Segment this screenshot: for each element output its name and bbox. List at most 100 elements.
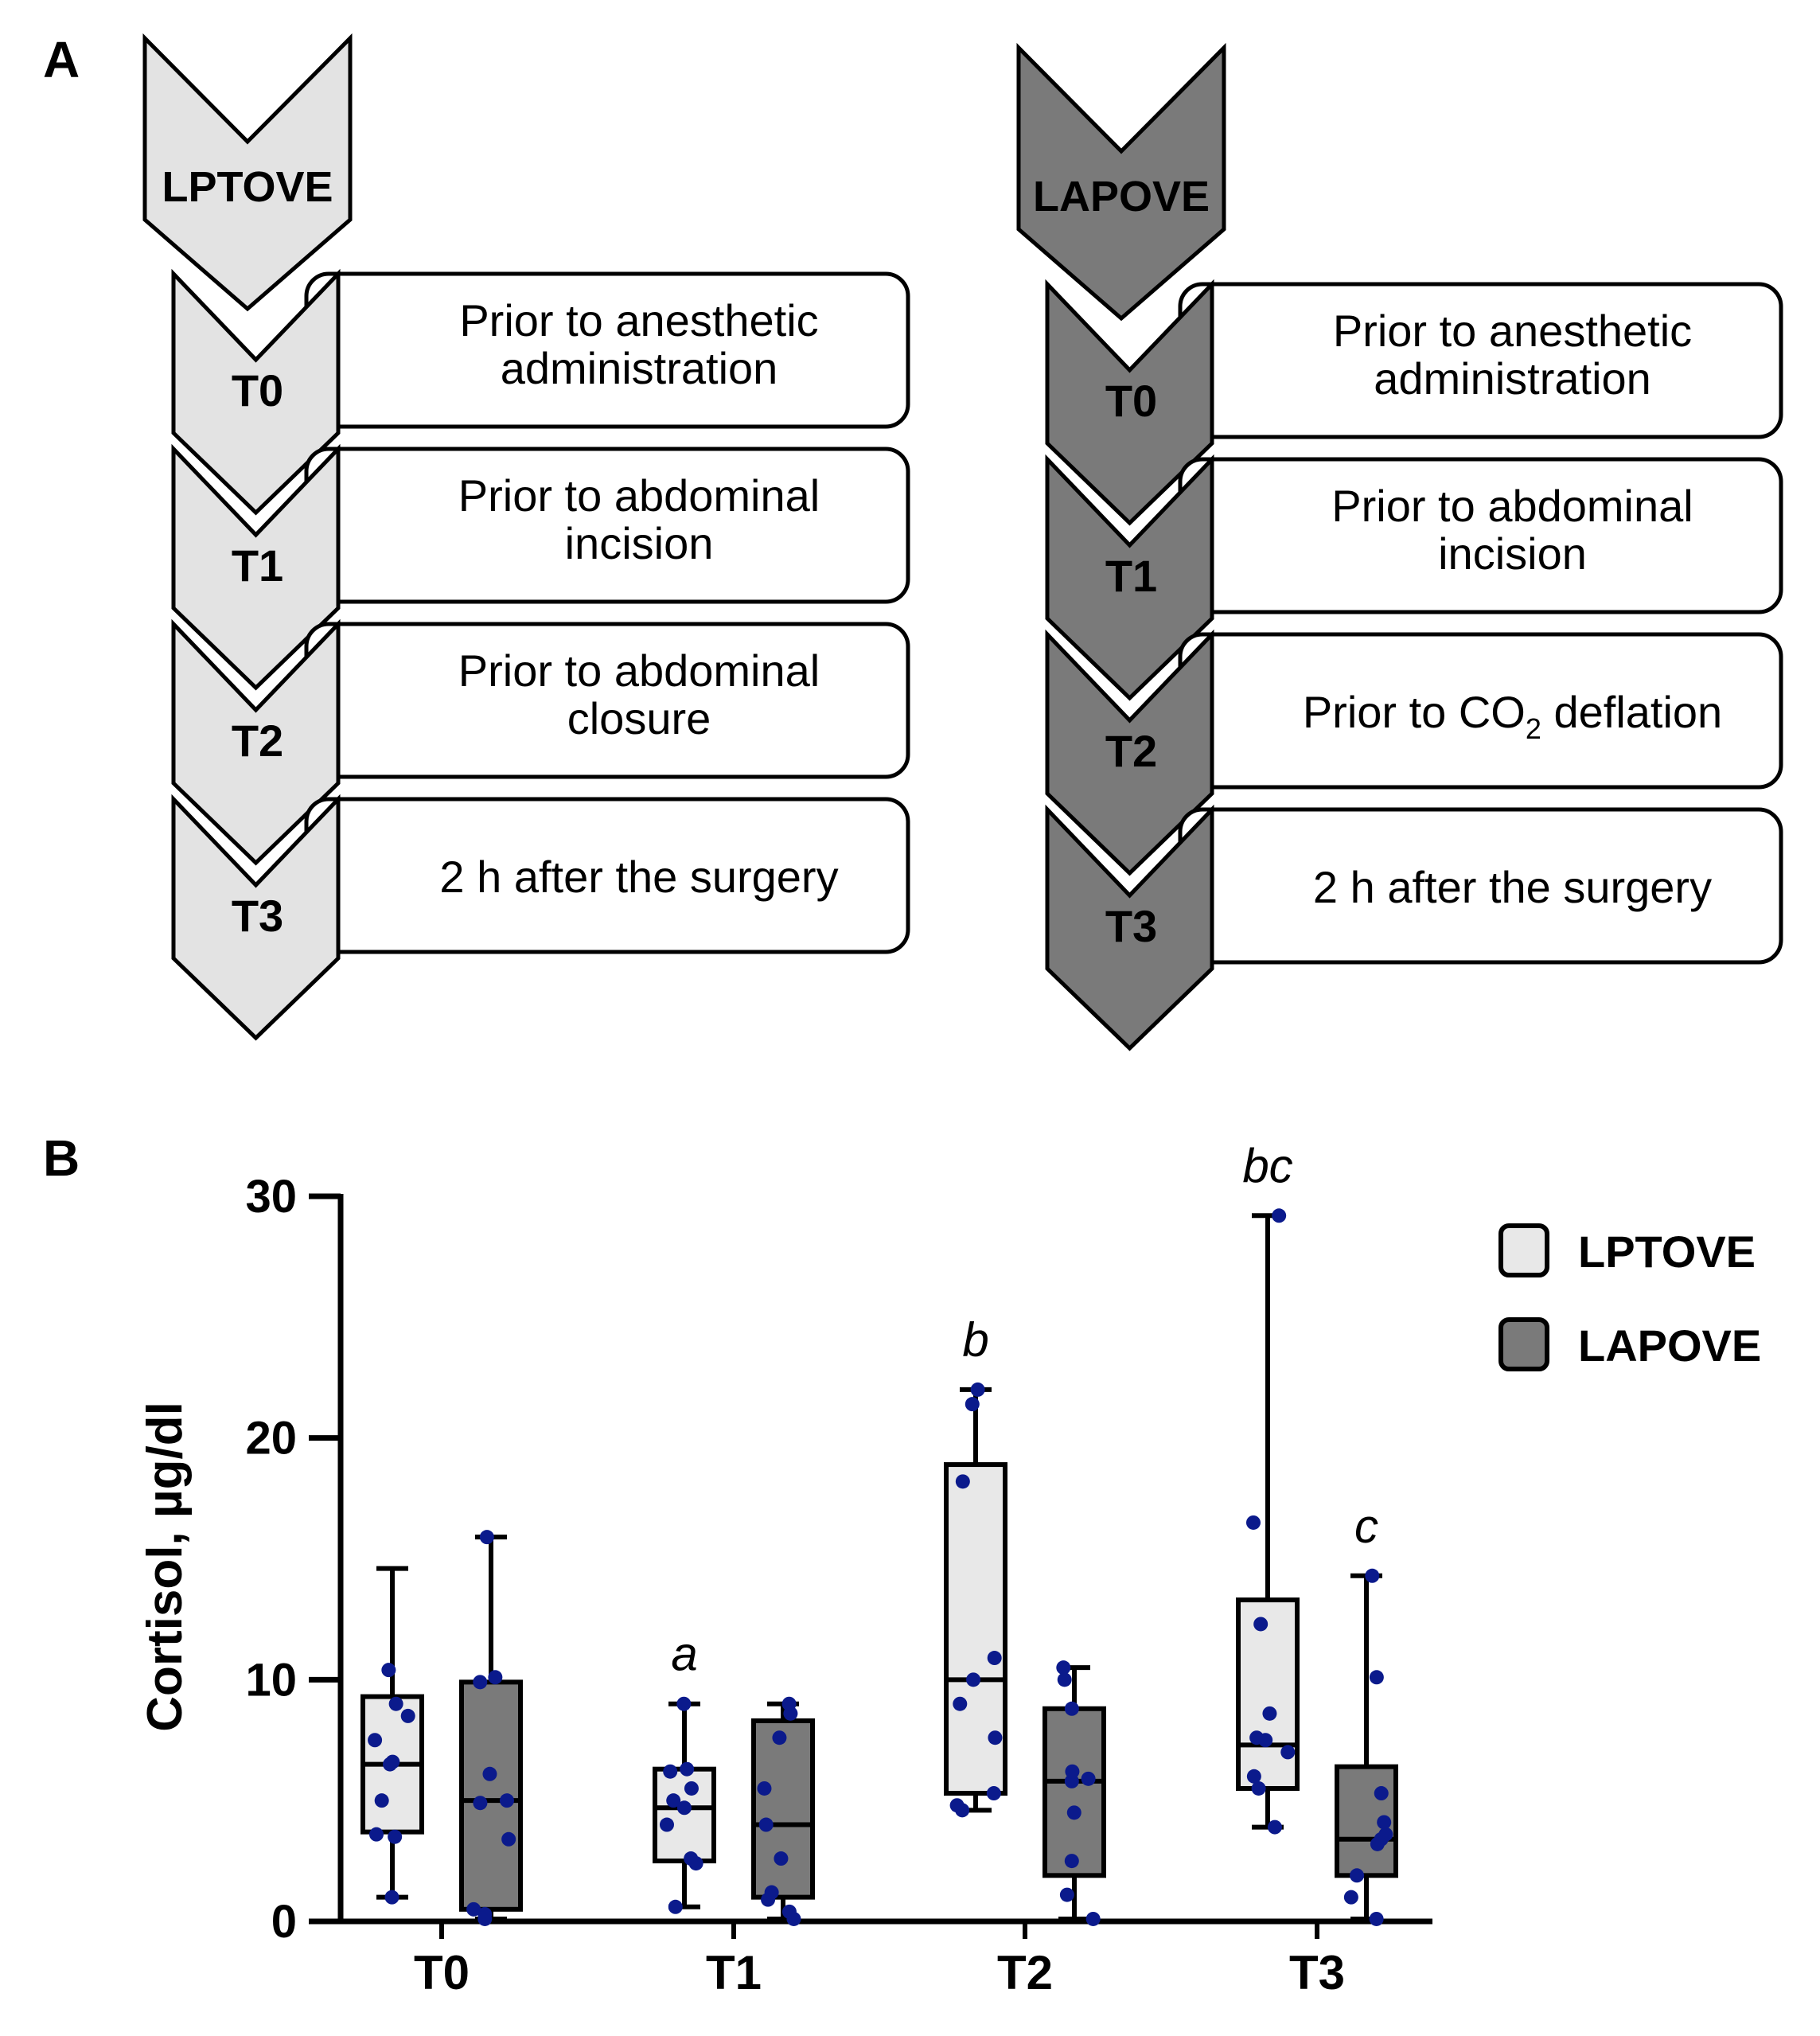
- significance-label: b: [962, 1313, 988, 1367]
- data-point: [473, 1796, 488, 1811]
- data-point: [1065, 1764, 1080, 1779]
- step-description: 2 h after the surgery: [439, 852, 838, 902]
- step-chevron-t1: [171, 443, 341, 691]
- step-description-line: Prior to anesthetic: [1333, 306, 1692, 356]
- box-lapove-t1: [751, 1696, 815, 1926]
- data-point: [953, 1696, 968, 1711]
- data-point: [986, 1786, 1001, 1801]
- data-point: [473, 1675, 488, 1690]
- step-chevron-t0: [1045, 279, 1214, 526]
- x-tick-label: T2: [997, 1946, 1053, 1999]
- data-point: [1057, 1672, 1072, 1687]
- data-point: [781, 1696, 797, 1711]
- data-point: [1251, 1781, 1266, 1796]
- data-point: [757, 1781, 772, 1796]
- data-point: [1272, 1208, 1287, 1223]
- iqr-box: [751, 1718, 815, 1900]
- box-lapove-t0: [459, 1530, 523, 1926]
- data-point: [684, 1781, 699, 1796]
- y-tick-label: 0: [271, 1896, 297, 1948]
- data-point: [400, 1708, 415, 1723]
- legend-swatch-lptove: [1498, 1223, 1549, 1277]
- data-point: [1280, 1745, 1296, 1760]
- data-point: [1064, 1701, 1079, 1716]
- series-lapove: c: [459, 1500, 1398, 1926]
- iqr-box: [1236, 1597, 1300, 1791]
- data-point: [1064, 1854, 1079, 1869]
- data-point: [1369, 1911, 1384, 1926]
- data-point: [479, 1530, 494, 1545]
- step-description-line: administration: [501, 343, 778, 393]
- legend-swatch-lapove: [1498, 1317, 1549, 1371]
- panel-label-a: A: [43, 31, 80, 88]
- y-tick-label: 30: [245, 1171, 297, 1223]
- data-point: [680, 1761, 695, 1777]
- step-description-line: Prior to abdominal: [458, 470, 820, 521]
- y-tick-label: 10: [245, 1654, 297, 1706]
- box-lptove-t2: b: [944, 1313, 1007, 1818]
- box-lptove-t1: a: [653, 1628, 716, 1914]
- data-point: [1066, 1805, 1081, 1820]
- data-point: [1085, 1911, 1101, 1926]
- data-point: [663, 1764, 678, 1779]
- iqr-box: [653, 1766, 716, 1864]
- step-label-t2: T2: [1105, 726, 1157, 776]
- data-point: [970, 1382, 985, 1397]
- step-label-t1: T1: [232, 540, 283, 591]
- x-tick-label: T0: [414, 1946, 470, 1999]
- step-description-line: closure: [567, 693, 711, 743]
- step-label-t0: T0: [1105, 376, 1157, 426]
- box-lapove-t3: c: [1335, 1500, 1398, 1926]
- data-point: [659, 1817, 674, 1832]
- legend-label-lapove: LAPOVE: [1578, 1320, 1761, 1371]
- step-description-line: Prior to abdominal: [458, 646, 820, 696]
- panel-label-b: B: [43, 1129, 80, 1187]
- data-point: [1365, 1568, 1380, 1583]
- x-tick-label: T1: [706, 1946, 762, 1999]
- data-point: [1343, 1890, 1358, 1905]
- data-point: [758, 1817, 774, 1832]
- data-point: [1262, 1706, 1277, 1721]
- data-point: [966, 1672, 981, 1687]
- data-point: [488, 1670, 503, 1685]
- data-point: [499, 1793, 514, 1808]
- step-description: Prior to CO2 deflation: [1303, 687, 1722, 745]
- data-point: [764, 1885, 779, 1900]
- box-lptove-t0: [360, 1566, 424, 1905]
- y-axis-title: Cortisol, µg/dl: [138, 1402, 193, 1732]
- step-description-line: Prior to anesthetic: [459, 295, 818, 345]
- data-point: [668, 1899, 683, 1914]
- step-description-line: incision: [1438, 529, 1587, 579]
- step-label-t3: T3: [1105, 901, 1157, 951]
- header-chevron: [142, 33, 353, 312]
- data-point: [781, 1904, 797, 1919]
- data-point: [1350, 1868, 1365, 1883]
- step-description-line: Prior to abdominal: [1331, 481, 1693, 531]
- data-point: [374, 1793, 389, 1808]
- protocol-title: LAPOVE: [1033, 173, 1210, 220]
- step-chevron-t3: [171, 794, 341, 1041]
- data-point: [1246, 1769, 1261, 1784]
- data-point: [676, 1800, 692, 1816]
- data-point: [988, 1730, 1003, 1745]
- step-label-t3: T3: [232, 891, 283, 941]
- data-point: [666, 1793, 681, 1808]
- protocol-title: LPTOVE: [162, 163, 333, 211]
- step-description-line: administration: [1374, 353, 1651, 404]
- data-point: [774, 1851, 789, 1866]
- data-point: [385, 1754, 400, 1769]
- step-chevron-t3: [1045, 804, 1214, 1051]
- step-chevron-t2: [171, 618, 341, 866]
- data-point: [501, 1831, 516, 1847]
- data-point: [1378, 1827, 1393, 1842]
- step-label-t2: T2: [232, 716, 283, 766]
- y-tick-label: 20: [245, 1413, 297, 1465]
- significance-label: a: [671, 1628, 697, 1681]
- data-point: [369, 1827, 384, 1842]
- data-point: [1369, 1670, 1384, 1685]
